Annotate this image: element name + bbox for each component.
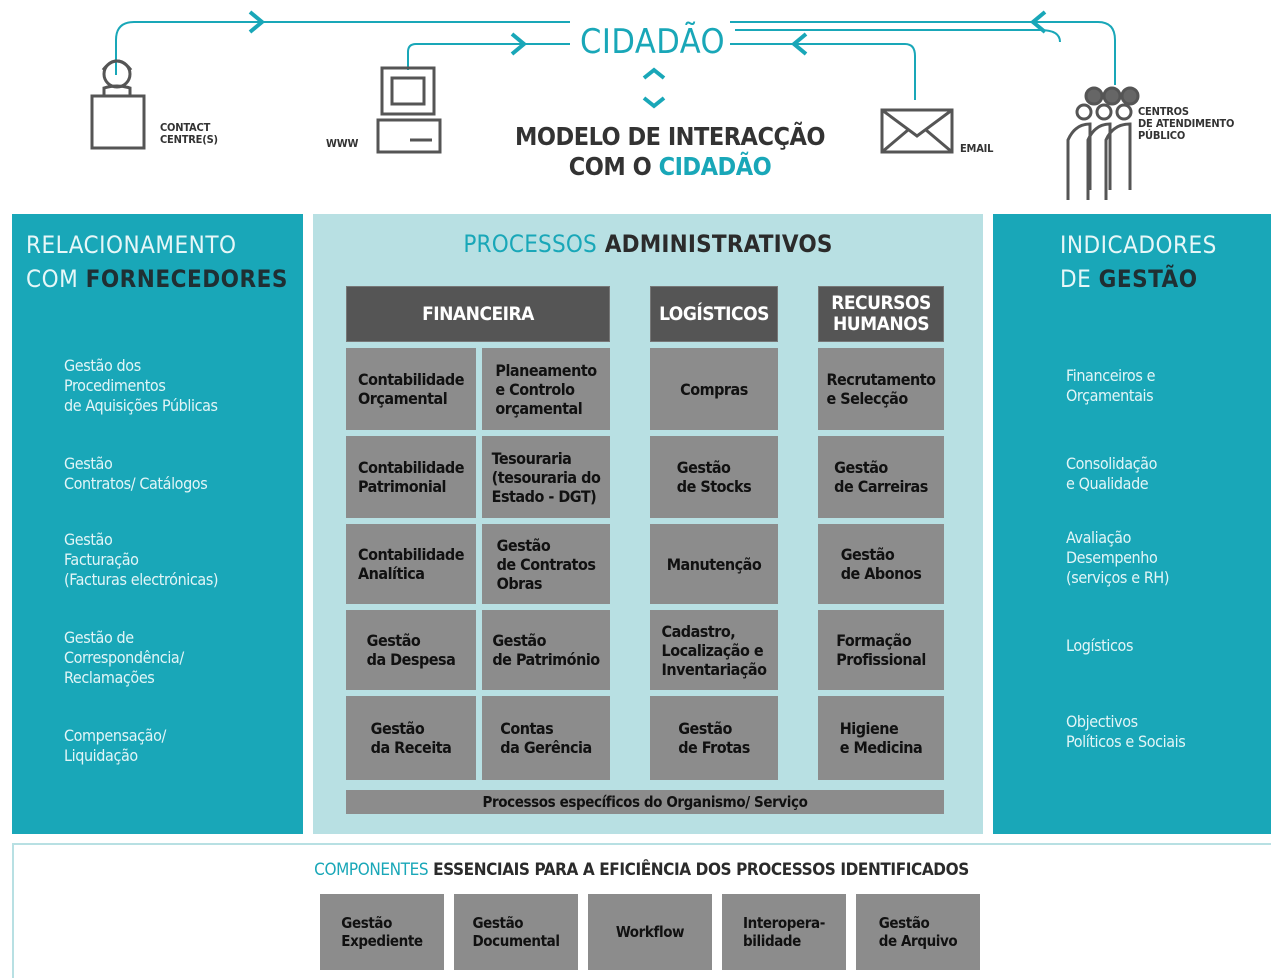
header-logisticos: LOGÍSTICOS <box>650 286 778 342</box>
suppliers-title: RELACIONAMENTO COM FORNECEDORES <box>26 231 288 293</box>
components-frame <box>12 843 1271 978</box>
process-cell: Manutenção <box>650 524 778 604</box>
indicators-title: INDICADORES DE GESTÃO <box>1060 231 1217 293</box>
channel-label-centros: CENTROS DE ATENDIMENTO PÚBLICO <box>1138 105 1235 142</box>
indicators-panel <box>993 214 1271 834</box>
channel-connectors <box>90 10 1140 200</box>
channel-label-email: EMAIL <box>960 142 994 155</box>
channel-label-www: WWW <box>326 137 359 150</box>
model-title: MODELO DE INTERACÇÃO COM O CIDADÃO <box>515 122 825 181</box>
computer-icon <box>376 66 442 154</box>
suppliers-panel <box>12 214 303 834</box>
people-seating-icon <box>1066 86 1140 200</box>
component-box: Interopera-bilidade <box>722 894 846 970</box>
list-item: Logísticos <box>1066 636 1134 655</box>
header-recursos-humanos: RECURSOS HUMANOS <box>818 286 944 342</box>
process-cell: Compras <box>650 348 778 430</box>
header-financeira: FINANCEIRA <box>346 286 610 342</box>
component-box: Workflow <box>588 894 712 970</box>
components-title: COMPONENTES ESSENCIAIS PARA A EFICIÊNCIA… <box>314 860 969 880</box>
specific-processes-bar: Processos específicos do Organismo/ Serv… <box>346 790 944 814</box>
cidadao-label: CIDADÃO <box>580 22 726 62</box>
list-item: Compensação/Liquidação <box>64 726 166 765</box>
processes-title: PROCESSOS ADMINISTRATIVOS <box>463 230 833 258</box>
channel-label-contact: CONTACT CENTRE(S) <box>160 121 218 146</box>
headset-person-icon <box>90 59 146 150</box>
envelope-icon <box>880 108 954 154</box>
